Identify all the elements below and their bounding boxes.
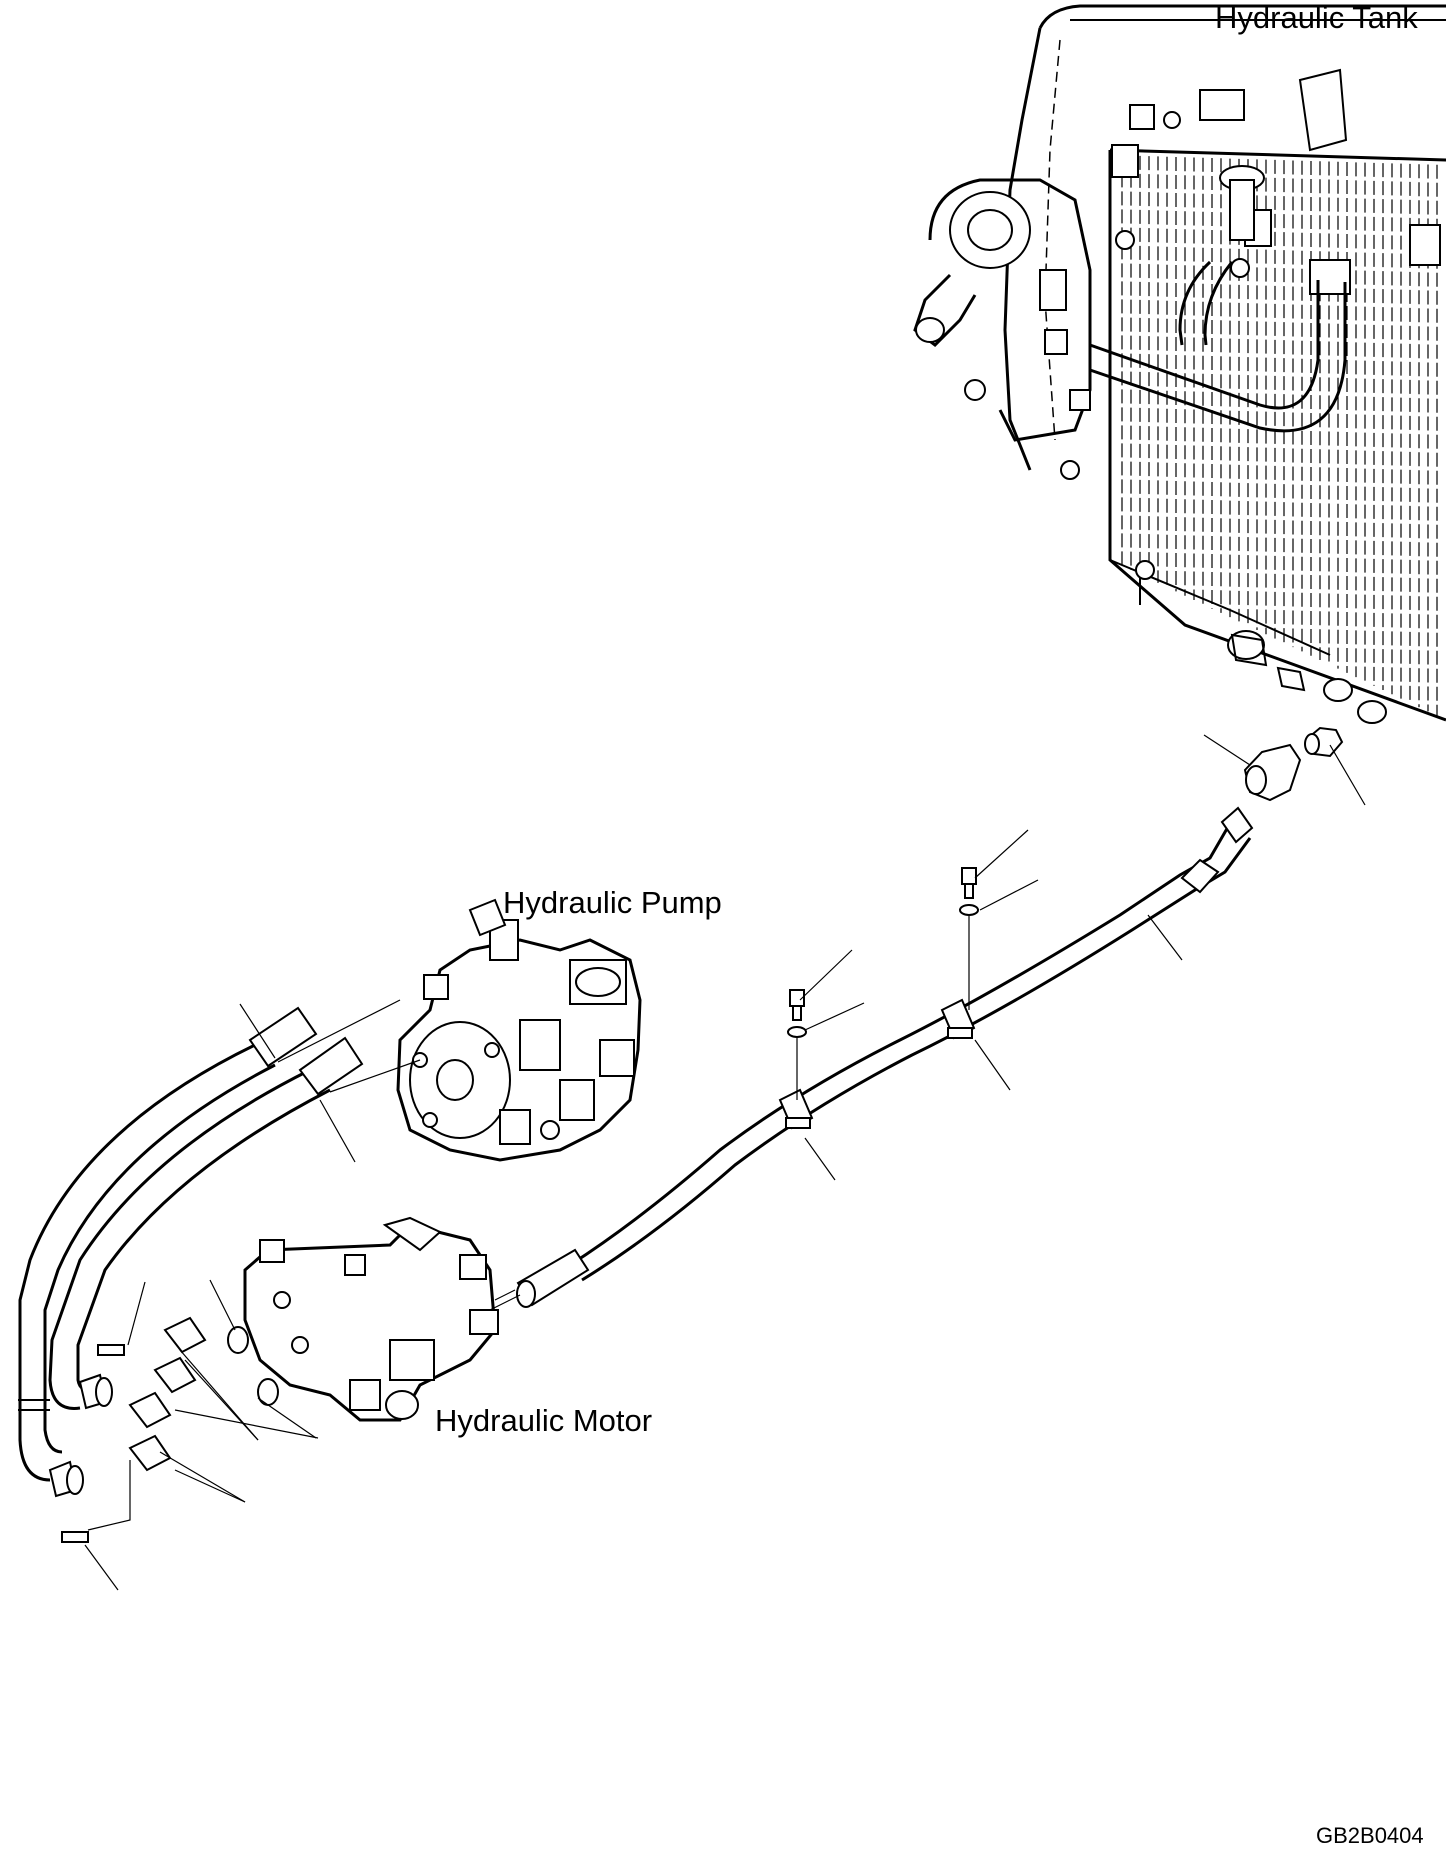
hydraulic-pump: [396, 898, 642, 1162]
leader-lines: [84, 734, 1366, 1591]
clamp-bolts: [787, 867, 979, 1100]
return-hose: [516, 806, 1254, 1308]
hydraulic-motor: [243, 1216, 516, 1422]
pump-label: Hydraulic Pump: [503, 885, 722, 920]
elbow-fitting: [1243, 743, 1302, 802]
pump-hoses: [18, 1006, 364, 1498]
hydraulic-tank: [913, 4, 1446, 724]
tank-label: Hydraulic Tank: [1215, 0, 1418, 35]
adapter-fitting: [1304, 726, 1344, 758]
drawing-code: GB2B0404: [1316, 1823, 1424, 1848]
motor-label: Hydraulic Motor: [435, 1403, 653, 1438]
split-flanges: [61, 1316, 279, 1543]
